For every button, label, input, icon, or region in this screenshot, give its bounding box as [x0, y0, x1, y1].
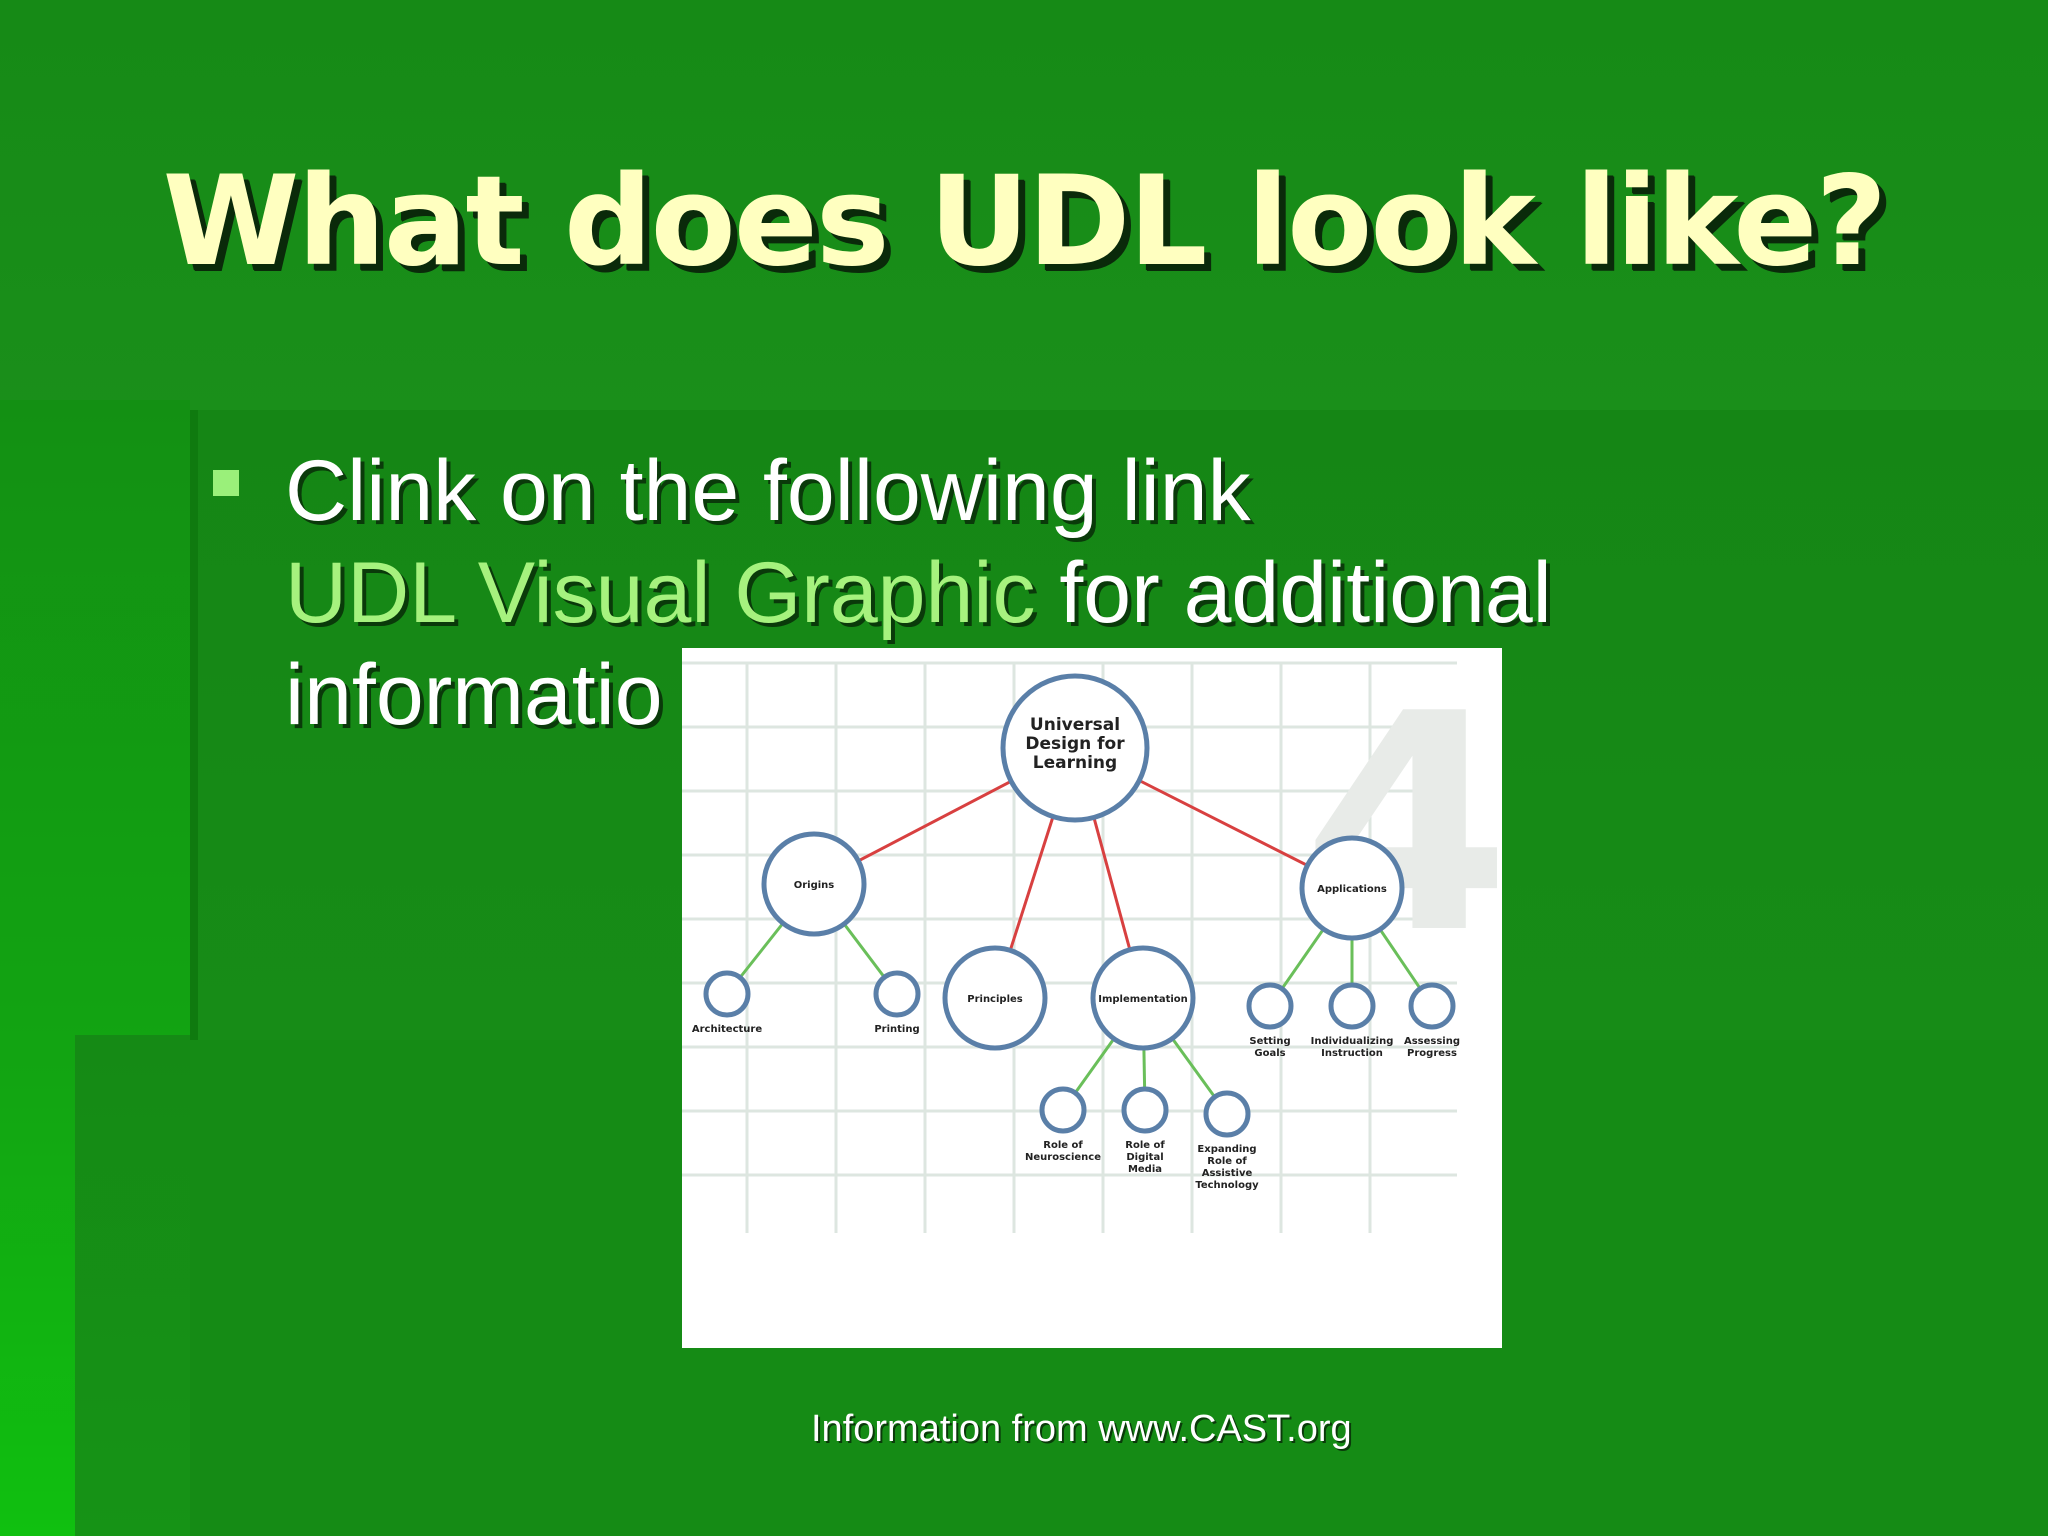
node-implementation-child-label: Expanding — [1197, 1144, 1256, 1155]
node-level1-label: Origins — [794, 880, 835, 891]
node-implementation-child-label: Digital — [1126, 1152, 1163, 1163]
node-implementation-child — [1121, 1086, 1169, 1134]
node-origins-child-label: Printing — [874, 1024, 919, 1035]
node-implementation-child — [1203, 1090, 1251, 1138]
slide-title: What does UDL look like? — [162, 150, 1888, 294]
watermark-number: 4 — [1302, 650, 1502, 999]
bullet-line-2-rest: for additional — [1035, 545, 1552, 641]
node-level1-label: Principles — [967, 994, 1023, 1005]
footer: Information from www.CAST.org — [0, 1408, 2048, 1458]
node-implementation-child-label: Assistive — [1202, 1168, 1253, 1179]
node-root-label: Learning — [1033, 753, 1117, 773]
background-top — [0, 0, 2048, 420]
node-applications-child — [1408, 982, 1456, 1030]
node-applications-child — [1246, 982, 1294, 1030]
node-applications-child-label: Individualizing — [1311, 1036, 1394, 1047]
node-implementation-child-label: Role of — [1207, 1156, 1247, 1167]
udl-visual-graphic-link[interactable]: UDL Visual Graphic — [285, 545, 1036, 641]
node-applications-child-label: Goals — [1254, 1048, 1285, 1059]
node-level1 — [761, 831, 867, 937]
node-level1-label: Implementation — [1098, 994, 1188, 1005]
footer-source: Information from www.CAST.org — [811, 1408, 1352, 1450]
node-root — [1000, 673, 1150, 823]
bullet-line-3: informatio — [285, 647, 663, 743]
node-origins-child — [873, 970, 921, 1018]
node-level1 — [1090, 945, 1196, 1051]
node-applications-child-label: Setting — [1249, 1036, 1290, 1047]
node-applications-child-label: Assessing — [1404, 1036, 1460, 1047]
node-origins-child — [703, 970, 751, 1018]
bullet-line-1: Clink on the following link — [285, 443, 1251, 539]
node-implementation-child-label: Technology — [1195, 1180, 1259, 1191]
node-level1 — [942, 945, 1048, 1051]
node-origins-child-label: Architecture — [692, 1024, 762, 1035]
node-applications-child — [1328, 982, 1376, 1030]
node-implementation-child — [1039, 1086, 1087, 1134]
node-level1-label: Applications — [1317, 884, 1387, 895]
bullet-square-icon — [213, 470, 239, 496]
node-implementation-child-label: Media — [1128, 1164, 1162, 1175]
node-root-label: Design for — [1025, 734, 1125, 754]
node-root-label: Universal — [1030, 715, 1120, 735]
node-implementation-child-label: Neuroscience — [1025, 1152, 1101, 1163]
node-applications-child-label: Instruction — [1321, 1048, 1383, 1059]
bullet-text: Clink on the following link UDL Visual G… — [285, 440, 1552, 746]
node-implementation-child-label: Role of — [1043, 1140, 1083, 1151]
bullet-line-2: UDL Visual Graphic for additional — [285, 542, 1552, 644]
node-implementation-child-label: Role of — [1125, 1140, 1165, 1151]
node-level1 — [1299, 835, 1405, 941]
node-applications-child-label: Progress — [1407, 1048, 1457, 1059]
